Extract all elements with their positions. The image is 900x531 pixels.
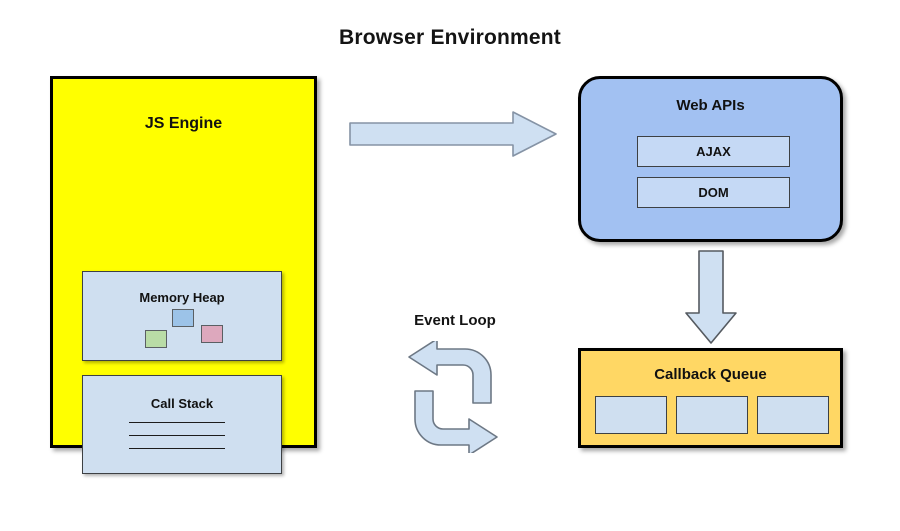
call-stack-frame-line bbox=[129, 435, 225, 436]
arrow-engine-to-webapis-icon bbox=[349, 111, 557, 157]
callback-queue-slot bbox=[757, 396, 829, 434]
memory-heap-box: Memory Heap bbox=[82, 271, 282, 361]
callback-queue-slot bbox=[676, 396, 748, 434]
callback-queue-box: Callback Queue bbox=[578, 348, 843, 448]
memory-heap-block-blue bbox=[172, 309, 194, 327]
arrow-webapis-to-queue-icon bbox=[685, 250, 737, 344]
call-stack-frame-line bbox=[129, 422, 225, 423]
callback-queue-label: Callback Queue bbox=[654, 366, 767, 383]
web-apis-label: Web APIs bbox=[676, 97, 745, 114]
memory-heap-block-pink bbox=[201, 325, 223, 343]
call-stack-label: Call Stack bbox=[150, 396, 214, 411]
web-apis-box: Web APIs AJAX DOM bbox=[578, 76, 843, 242]
event-loop-label: Event Loop bbox=[414, 312, 496, 329]
call-stack-box: Call Stack bbox=[82, 375, 282, 474]
memory-heap-block-green bbox=[145, 330, 167, 348]
js-engine-box: JS Engine Memory Heap Call Stack bbox=[50, 76, 317, 474]
callback-queue-slot bbox=[595, 396, 667, 434]
memory-heap-label: Memory Heap bbox=[139, 290, 225, 305]
page-title: Browser Environment bbox=[338, 26, 561, 49]
js-engine-label: JS Engine bbox=[144, 115, 223, 132]
event-loop-circular-arrow-icon bbox=[408, 341, 498, 453]
web-api-item-ajax: AJAX bbox=[637, 136, 790, 167]
call-stack-frame-line bbox=[129, 448, 225, 449]
web-api-item-dom: DOM bbox=[637, 177, 790, 208]
